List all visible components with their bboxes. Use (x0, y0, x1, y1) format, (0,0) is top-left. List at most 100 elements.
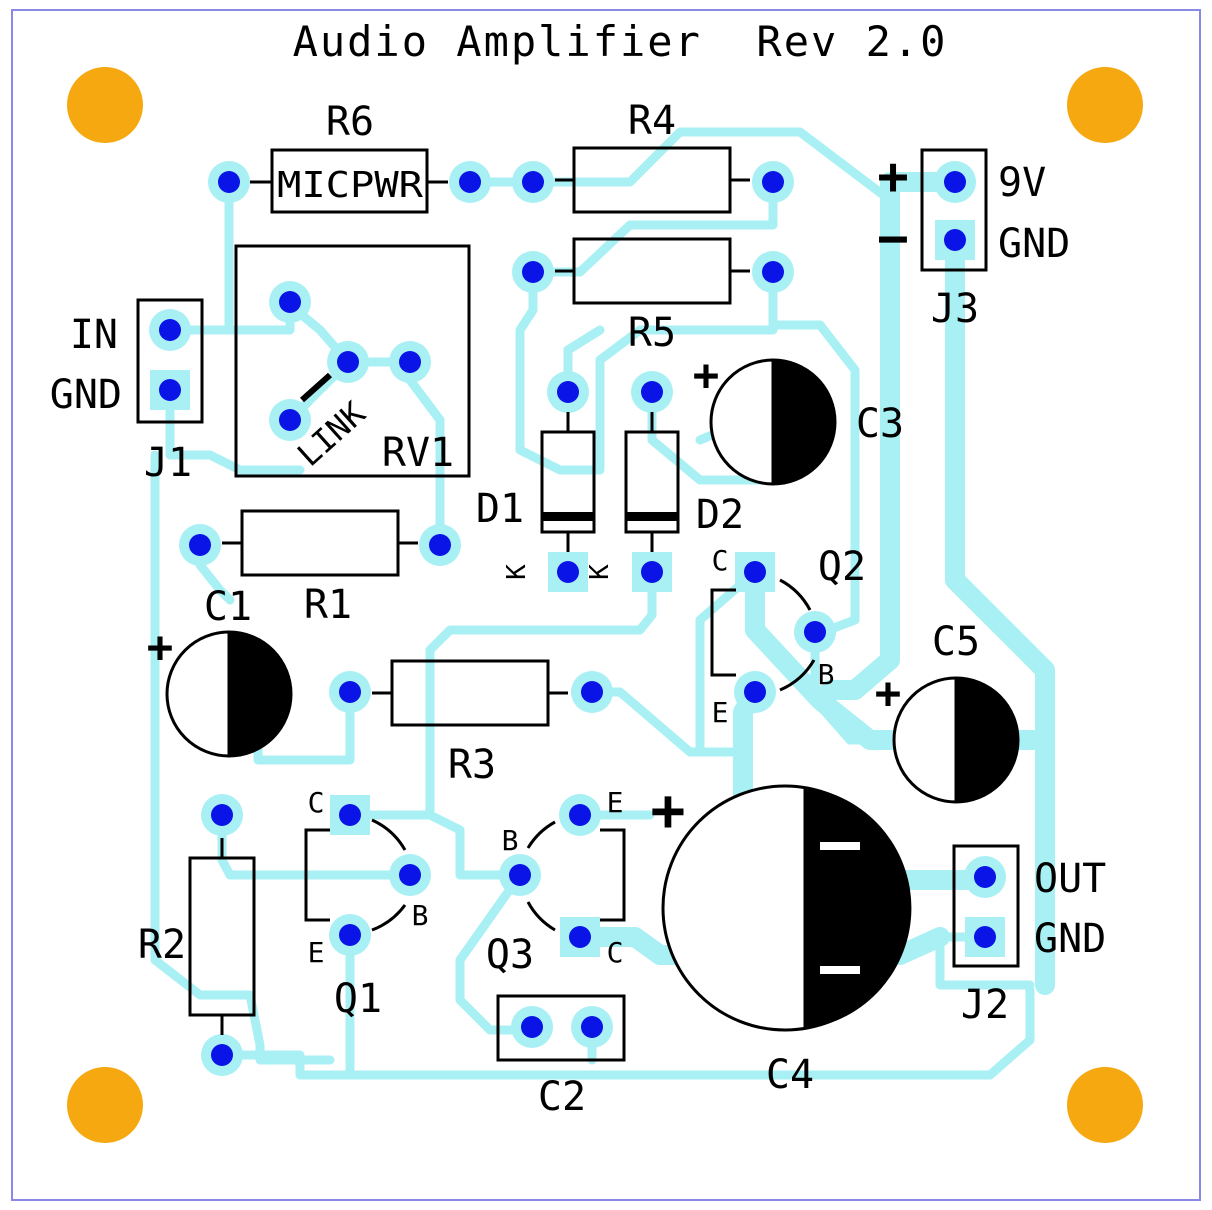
j2-pad-1 (964, 856, 1006, 898)
mount-hole-top-right (1067, 67, 1143, 143)
board-outline (11, 9, 1201, 1201)
c3-label: C3 (856, 401, 904, 447)
c3-negative-fill (773, 360, 835, 484)
r3-label: R3 (448, 742, 496, 788)
j2-pad-2 (965, 917, 1005, 957)
r1-pad-2 (419, 524, 461, 566)
r6-pad-1 (208, 161, 250, 203)
c4-plus-label: + (651, 776, 686, 844)
board-title: Audio Amplifier Rev 2.0 (293, 17, 948, 66)
c1-plus-label: + (147, 622, 174, 673)
j1-in-label: IN (70, 312, 118, 358)
mount-hole-bottom-right (1067, 1067, 1143, 1143)
d1-k-label: K (502, 564, 532, 580)
j1-label: J1 (144, 440, 192, 486)
rv1-label: RV1 (382, 430, 454, 476)
r5-label: R5 (628, 310, 676, 356)
d2-pad-a (631, 371, 673, 413)
rv1-link-mark (300, 372, 332, 403)
q2-e-label: E (712, 696, 729, 729)
r2-label: R2 (138, 922, 186, 968)
q2-outline (710, 588, 736, 677)
rv1-pad-4 (269, 399, 311, 441)
j1-pad-2 (150, 370, 190, 410)
c2-outline (496, 994, 626, 1062)
silkscreen: Audio Amplifier Rev 2.0 R6 MICPWR R4 R5 … (50, 17, 1107, 1120)
q1-outline (304, 828, 330, 922)
r2-pad-1 (201, 794, 243, 836)
q3-c-label: C (607, 936, 624, 969)
c1-negative-fill (229, 632, 291, 756)
j3-gnd-label: GND (998, 221, 1070, 267)
rv1-pad-1 (269, 281, 311, 323)
r4-label: R4 (628, 98, 676, 144)
q3-label: Q3 (486, 932, 534, 978)
j1-pad-1 (149, 309, 191, 351)
j2-gnd-label: GND (1034, 916, 1106, 962)
r6-label: R6 (326, 99, 374, 145)
c1-label: C1 (204, 584, 252, 630)
r3-pad-1 (329, 671, 371, 713)
q2-pad-b (794, 611, 836, 653)
j3-label: J3 (931, 286, 979, 332)
d1-pad-a (547, 371, 589, 413)
q1-pad-e (329, 914, 371, 956)
c4-stripe-top (820, 842, 860, 850)
j3-pad-1 (934, 161, 976, 203)
q2-pad-e (734, 671, 776, 713)
rv1-pad-3 (389, 341, 431, 383)
j2-out-label: OUT (1034, 856, 1106, 902)
r4-pad-1 (512, 161, 554, 203)
q3-outline (600, 828, 626, 922)
r5-pad-2 (752, 251, 794, 293)
rv1-outline (234, 244, 471, 478)
q3-pad-e (559, 794, 601, 836)
c5-negative-fill (956, 678, 1018, 802)
r5-pad-1 (512, 251, 554, 293)
q3-pad-b (499, 854, 541, 896)
d1-label: D1 (476, 486, 524, 532)
q1-pad-b (389, 854, 431, 896)
mount-hole-bottom-left (67, 1067, 143, 1143)
c4-label: C4 (766, 1052, 814, 1098)
j3-pad-2 (935, 220, 975, 260)
q3-pad-c (560, 917, 600, 957)
d1-cathode-band (542, 512, 594, 521)
r4-pad-2 (752, 161, 794, 203)
j3-minus-label: − (877, 209, 908, 269)
q1-label: Q1 (334, 976, 382, 1022)
q1-pad-c (330, 795, 370, 835)
q3-e-label: E (607, 786, 624, 819)
j3-9v-label: 9V (998, 160, 1046, 206)
r6-pad-2 (449, 161, 491, 203)
j1-outline (136, 298, 204, 424)
c4-stripe-bottom (820, 966, 860, 974)
q2-b-label: B (818, 658, 835, 691)
c2-pad-1 (511, 1006, 553, 1048)
d1-pad-k (548, 552, 588, 592)
q1-c-label: C (308, 786, 325, 819)
mount-hole-top-left (67, 67, 143, 143)
q1-b-label: B (412, 899, 429, 932)
d2-pad-k (632, 552, 672, 592)
d2-cathode-band (626, 512, 678, 521)
j2-label: J2 (961, 982, 1009, 1028)
d2-k-label: K (585, 564, 615, 580)
r2-pad-2 (201, 1034, 243, 1076)
d2-label: D2 (696, 492, 744, 538)
j1-gnd-label: GND (50, 372, 122, 418)
c5-plus-label: + (875, 668, 902, 719)
q2-c-label: C (712, 544, 729, 577)
c5-label: C5 (932, 619, 980, 665)
q3-b-label: B (502, 824, 519, 857)
c3-plus-label: + (693, 350, 720, 401)
c2-pad-2 (571, 1006, 613, 1048)
r6-value-label: MICPWR (277, 165, 423, 206)
j3-outline (920, 148, 988, 272)
r1-label: R1 (304, 582, 352, 628)
q2-pad-c (735, 552, 775, 592)
q2-label: Q2 (818, 544, 866, 590)
r1-pad-1 (179, 524, 221, 566)
j2-outline (952, 844, 1020, 968)
